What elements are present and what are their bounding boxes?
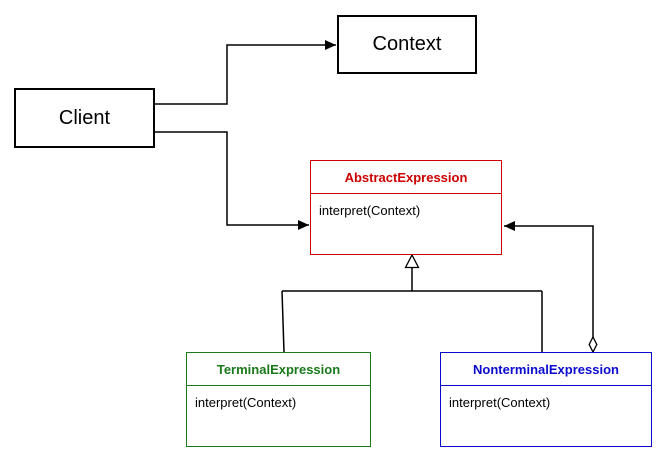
nonterminal-expression-method: interpret(Context) [449, 395, 551, 410]
abstract-expression-method: interpret(Context) [319, 203, 421, 218]
client-to-context-connector [155, 40, 336, 105]
class-box-client: Client [14, 88, 155, 148]
class-box-abstract-expression: AbstractExpression interpret(Context) [310, 160, 502, 255]
class-box-terminal-expression: TerminalExpression interpret(Context) [186, 352, 371, 447]
class-box-nonterminal-expression: NonterminalExpression interpret(Context) [440, 352, 652, 447]
abstract-expression-title: AbstractExpression [311, 161, 501, 194]
context-label: Context [372, 33, 442, 55]
terminal-expression-title: TerminalExpression [187, 353, 370, 386]
client-label: Client [58, 106, 111, 129]
hollow-triangle-inheritance-icon [404, 253, 420, 269]
nonterminal-expression-title: NonterminalExpression [441, 353, 651, 386]
inheritance-connector [281, 268, 543, 353]
class-box-context: Context [337, 15, 477, 74]
nonterminal-to-abstract-aggregation-connector [504, 221, 594, 337]
terminal-expression-method: interpret(Context) [195, 395, 297, 410]
client-to-abstract-expression-connector [155, 131, 309, 230]
hollow-diamond-aggregation-icon [588, 335, 598, 354]
